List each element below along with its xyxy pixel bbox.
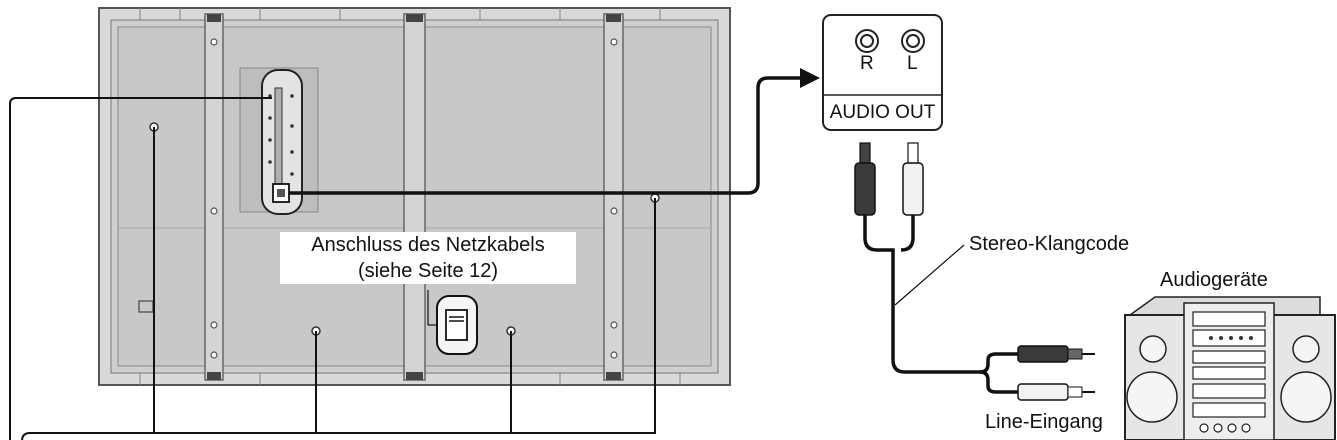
audio-device-title: Audiogeräte xyxy=(1160,269,1268,291)
audio-cable-to-out xyxy=(289,68,820,195)
rca-plug-left xyxy=(854,142,876,216)
audio-out-r-label: R xyxy=(860,53,874,74)
rca-plug-bottom-dark xyxy=(1017,345,1095,363)
stereo-cable xyxy=(863,215,1018,394)
audio-out-box xyxy=(822,14,943,131)
audio-device xyxy=(1124,296,1336,440)
rca-plug-right xyxy=(902,142,924,216)
audio-out-title: AUDIO OUT xyxy=(829,102,936,123)
power-connection-label: Anschluss des Netzkabels (siehe Seite 12… xyxy=(280,232,576,284)
tv-back-panel xyxy=(98,7,731,386)
stereo-cable-label: Stereo-Klangcode xyxy=(969,233,1130,255)
cable-label-leader xyxy=(894,244,965,306)
line-input-label: Line-Eingang xyxy=(985,411,1103,433)
power-label-line1: Anschluss des Netzkabels xyxy=(311,234,545,256)
rca-plug-bottom-light xyxy=(1017,383,1095,401)
power-label-line2: (siehe Seite 12) xyxy=(357,260,499,282)
speaker-right xyxy=(1280,335,1332,423)
audio-out-l-label: L xyxy=(907,53,918,74)
cable-routing-lines xyxy=(9,97,656,440)
speaker-left xyxy=(1126,335,1178,423)
